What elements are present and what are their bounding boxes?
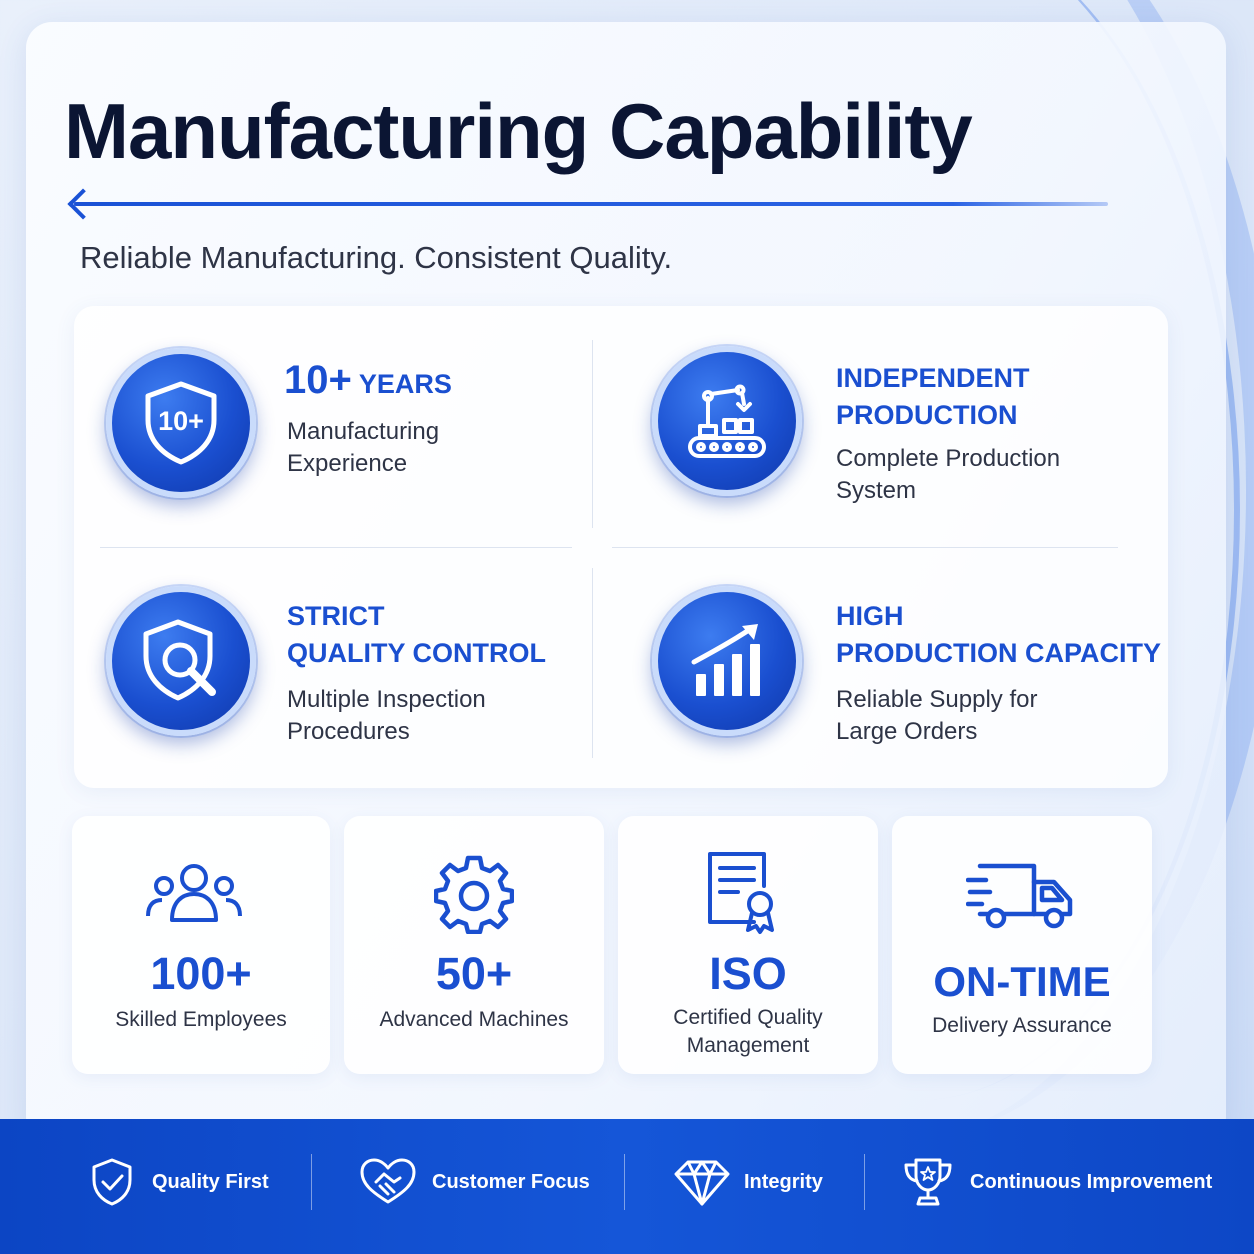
feature-heading-line: PRODUCTION CAPACITY bbox=[836, 638, 1162, 668]
stat-card-machines: 50+ Advanced Machines bbox=[344, 816, 604, 1074]
stat-value: ISO bbox=[709, 948, 787, 999]
feature-heading-line: HIGH bbox=[836, 601, 904, 631]
gear-icon bbox=[434, 855, 514, 934]
stat-value: 100+ bbox=[150, 948, 252, 999]
values-divider bbox=[311, 1154, 312, 1210]
feature-heading: INDEPENDENT PRODUCTION bbox=[836, 360, 1030, 434]
feature-description: Reliable Supply for Large Orders bbox=[836, 686, 1038, 745]
values-bar bbox=[0, 1119, 1254, 1254]
page-title: Manufacturing Capability bbox=[64, 87, 973, 175]
stat-label: Certified Quality Management bbox=[673, 1006, 823, 1057]
stat-label: Skilled Employees bbox=[115, 1008, 287, 1031]
feature-heading-line: QUALITY CONTROL bbox=[287, 638, 546, 668]
feature-heading: STRICT QUALITY CONTROL bbox=[287, 598, 546, 672]
stat-label: Delivery Assurance bbox=[932, 1014, 1112, 1037]
shield-magnifier-icon bbox=[106, 586, 256, 736]
feature-heading-line: PRODUCTION bbox=[836, 400, 1018, 430]
feature-heading: HIGH PRODUCTION CAPACITY bbox=[836, 598, 1161, 672]
growth-bar-chart-icon-graphic bbox=[691, 624, 760, 696]
diamond-icon bbox=[674, 1160, 730, 1206]
feature-heading-years: 10+ YEARS bbox=[284, 360, 452, 403]
shield-check-icon bbox=[92, 1158, 132, 1206]
feature-description: Manufacturing Experience bbox=[287, 418, 440, 477]
value-item-integrity: Integrity bbox=[674, 1150, 823, 1214]
feature-description: Multiple Inspection Procedures bbox=[287, 686, 486, 745]
stat-card-delivery: ON-TIME Delivery Assurance bbox=[892, 816, 1152, 1074]
feature-divider-horizontal bbox=[100, 547, 572, 548]
value-item-quality-first: Quality First bbox=[86, 1150, 269, 1214]
feature-divider-vertical bbox=[592, 340, 593, 528]
robotic-arm-conveyor-icon-graphic bbox=[688, 384, 766, 458]
stat-card-iso: ISO Certified Quality Management bbox=[618, 816, 878, 1074]
feature-divider-horizontal bbox=[612, 547, 1118, 548]
stat-card-employees: 100+ Skilled Employees bbox=[72, 816, 330, 1074]
shield-badge-icon-graphic: 10+ bbox=[145, 381, 217, 465]
certificate-icon bbox=[708, 852, 774, 934]
people-group-icon bbox=[146, 864, 242, 922]
value-label: Customer Focus bbox=[432, 1170, 590, 1193]
feature-heading-line: INDEPENDENT bbox=[836, 363, 1030, 393]
robotic-arm-conveyor-icon bbox=[652, 346, 802, 496]
value-label: Integrity bbox=[744, 1170, 823, 1193]
value-item-continuous-improvement: Continuous Improvement bbox=[900, 1150, 1212, 1214]
heart-handshake-icon bbox=[360, 1158, 416, 1204]
shield-magnifier-icon-graphic bbox=[143, 619, 216, 701]
stat-value: ON-TIME bbox=[933, 958, 1111, 1005]
growth-bar-chart-icon bbox=[652, 586, 802, 736]
value-label: Quality First bbox=[152, 1170, 269, 1193]
shield-badge-icon: 10+ bbox=[106, 348, 256, 498]
shield-badge-text: 10+ bbox=[158, 406, 204, 436]
trophy-icon bbox=[904, 1158, 952, 1206]
feature-heading-number: 10+ bbox=[284, 358, 352, 402]
feature-divider-vertical bbox=[592, 568, 593, 758]
title-underline bbox=[74, 202, 1108, 206]
page-subtitle: Reliable Manufacturing. Consistent Quali… bbox=[80, 240, 673, 275]
values-divider bbox=[624, 1154, 625, 1210]
feature-heading-text: YEARS bbox=[358, 369, 452, 399]
value-label: Continuous Improvement bbox=[970, 1170, 1213, 1193]
stat-label: Advanced Machines bbox=[379, 1008, 569, 1031]
delivery-truck-icon bbox=[966, 863, 1073, 929]
feature-description: Complete Production System bbox=[836, 445, 1061, 504]
values-divider bbox=[864, 1154, 865, 1210]
feature-heading-line: STRICT bbox=[287, 601, 385, 631]
stat-value: 50+ bbox=[435, 948, 513, 999]
value-item-customer-focus: Customer Focus bbox=[358, 1150, 590, 1214]
